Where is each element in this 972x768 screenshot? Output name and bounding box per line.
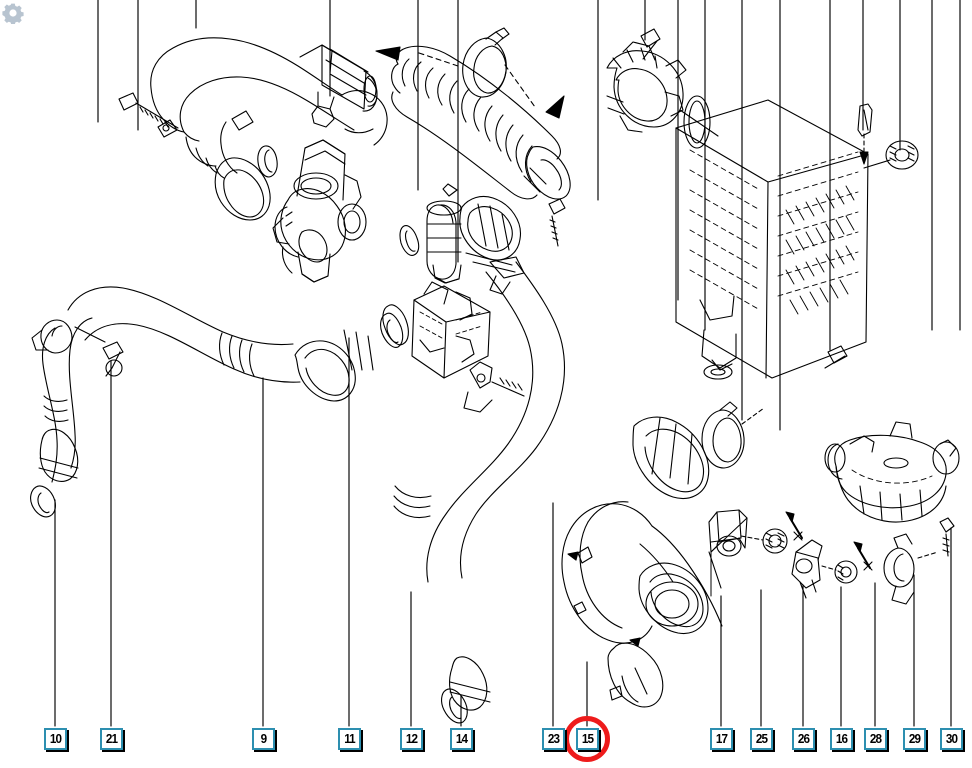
callout-28[interactable]: 28 (864, 728, 887, 750)
turbo-down-pipe (393, 261, 565, 724)
leader-lines (54, 337, 952, 727)
mounting-hardware-group (708, 509, 955, 605)
callout-21[interactable]: 21 (100, 728, 123, 750)
callout-30[interactable]: 30 (940, 728, 963, 750)
lower-left-intake-hose (30, 286, 404, 518)
callout-12[interactable]: 12 (400, 728, 423, 750)
mass-air-flow-sensor (606, 28, 919, 170)
callout-17[interactable]: 17 (710, 728, 733, 750)
callout-26[interactable]: 26 (792, 728, 815, 750)
gear-icon (2, 2, 24, 25)
callout-16[interactable]: 16 (830, 728, 853, 750)
upper-connector-tube (632, 401, 765, 499)
callout-10[interactable]: 10 (44, 728, 67, 750)
callout-29[interactable]: 29 (903, 728, 926, 750)
hardware-frame-lines (710, 517, 748, 597)
callout-15[interactable]: 15 (576, 728, 599, 750)
callout-14[interactable]: 14 (450, 728, 473, 750)
upper-left-intake-hose (118, 37, 388, 221)
corrugated-air-sleeve (375, 27, 571, 200)
air-filter-canister (399, 183, 566, 295)
resonator-box (824, 421, 960, 523)
callout-23[interactable]: 23 (542, 728, 565, 750)
intercooler-core (675, 99, 869, 380)
egr-valve-block (382, 281, 525, 413)
callout-9[interactable]: 9 (252, 728, 275, 750)
air-filter-housing (561, 501, 723, 708)
callout-11[interactable]: 11 (338, 728, 361, 750)
fuel-pump-assembly (272, 91, 367, 283)
callout-25[interactable]: 25 (750, 728, 773, 750)
